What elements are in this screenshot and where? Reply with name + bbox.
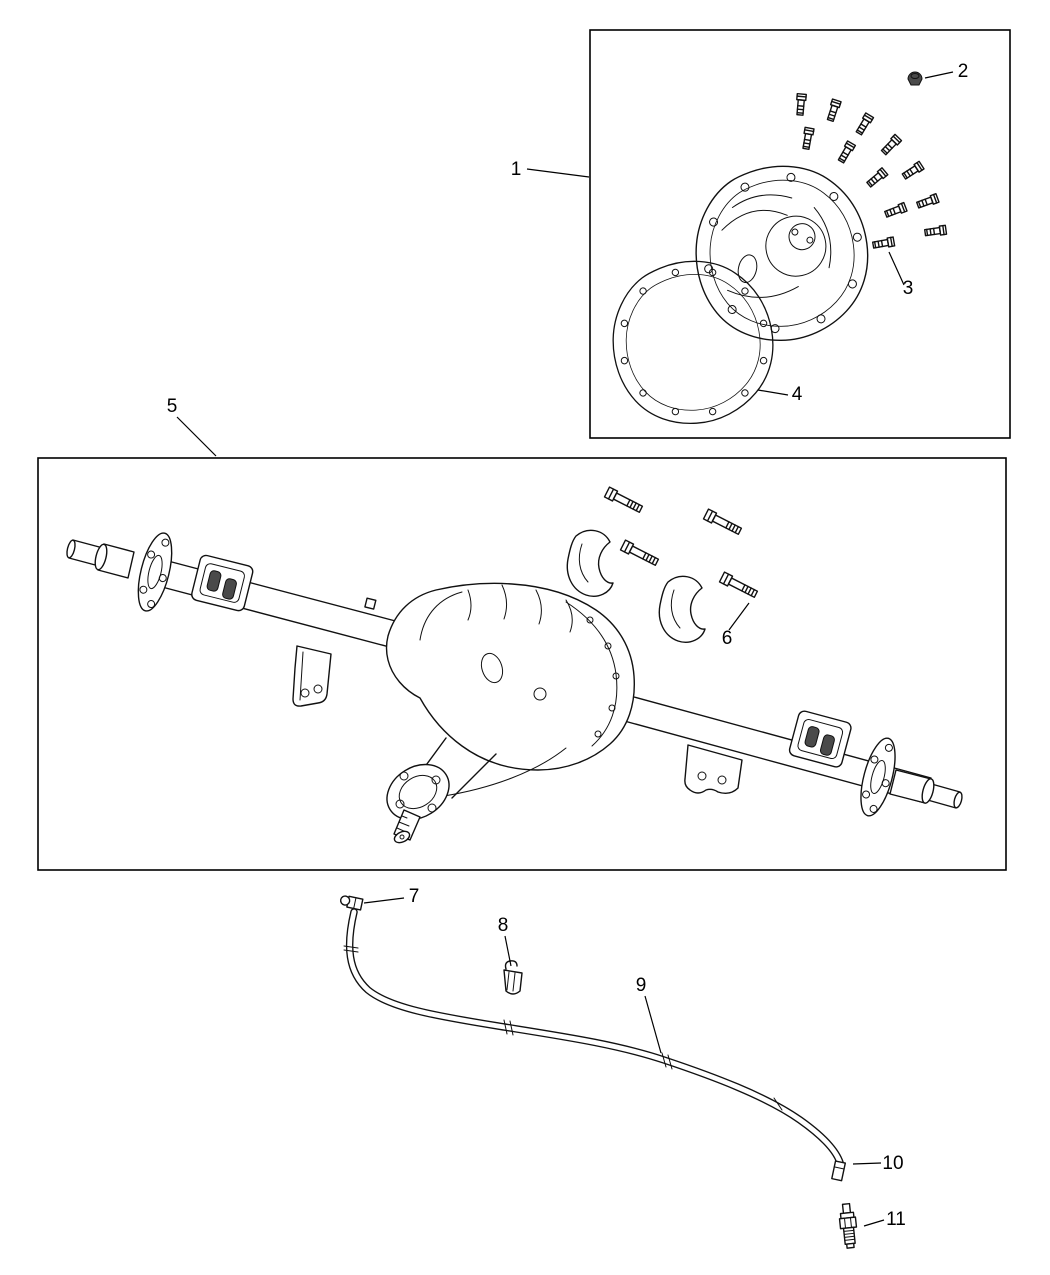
callout-2: 2 [924,61,969,82]
cover-detail-box-border [589,29,1011,439]
callout-7: 7 [363,886,420,907]
callout-6-label: 6 [722,628,733,649]
callout-7-leader [363,897,405,904]
hose-fitting-drawing [339,895,364,911]
axle-assembly-drawing [66,486,963,844]
callout-5-label: 5 [167,396,178,417]
callout-9-label: 9 [636,975,647,996]
callout-1-leader [526,168,590,178]
hose-segment-marks [343,945,783,1111]
callout-3: 3 [888,251,914,299]
callout-10-label: 10 [882,1153,903,1174]
callout-1: 1 [511,159,590,180]
differential-cover-drawing [679,149,885,357]
axle-housing-box-group [37,457,1007,871]
pinion-flange-drawing [386,763,450,844]
differential-housing-drawing [385,582,635,844]
callout-8: 8 [498,915,512,967]
callout-8-label: 8 [498,915,509,936]
shock-bracket [292,645,332,707]
callout-2-label: 2 [958,61,969,82]
callout-11: 11 [863,1209,906,1230]
spring-perch-left [189,553,255,613]
callouts-group: 1 2 3 4 5 6 7 8 [167,61,969,1230]
hose-clip-drawing [503,960,523,995]
vent-hose-drawing [345,908,845,1170]
callout-2-leader [924,71,954,79]
callout-9: 9 [636,975,662,1054]
fill-plug-drawing [907,71,923,86]
callout-6: 6 [722,602,750,649]
callout-11-leader [863,1219,885,1227]
callout-5-leader [176,416,217,457]
axle-box-border [37,457,1007,871]
callout-3-leader [888,251,905,286]
callout-4-leader [757,389,789,396]
spring-bracket-lower-right [684,744,743,795]
callout-8-leader [504,935,512,967]
callout-3-label: 3 [903,278,914,299]
callout-4: 4 [757,384,803,405]
callout-4-label: 4 [792,384,803,405]
callout-6-leader [728,602,750,631]
callout-9-leader [644,995,662,1054]
callout-1-label: 1 [511,159,522,180]
vent-boss [364,597,377,610]
cover-detail-box-group [589,29,1011,442]
hose-end-sleeve-drawing [831,1160,847,1182]
callout-11-label: 11 [886,1209,906,1230]
callout-5: 5 [167,396,217,457]
callout-10: 10 [852,1153,904,1174]
vent-hose-group [339,895,858,1249]
callout-10-leader [852,1162,882,1165]
vent-valve-drawing [838,1202,858,1249]
callout-7-label: 7 [409,886,420,907]
cover-gasket-drawing [594,243,792,442]
